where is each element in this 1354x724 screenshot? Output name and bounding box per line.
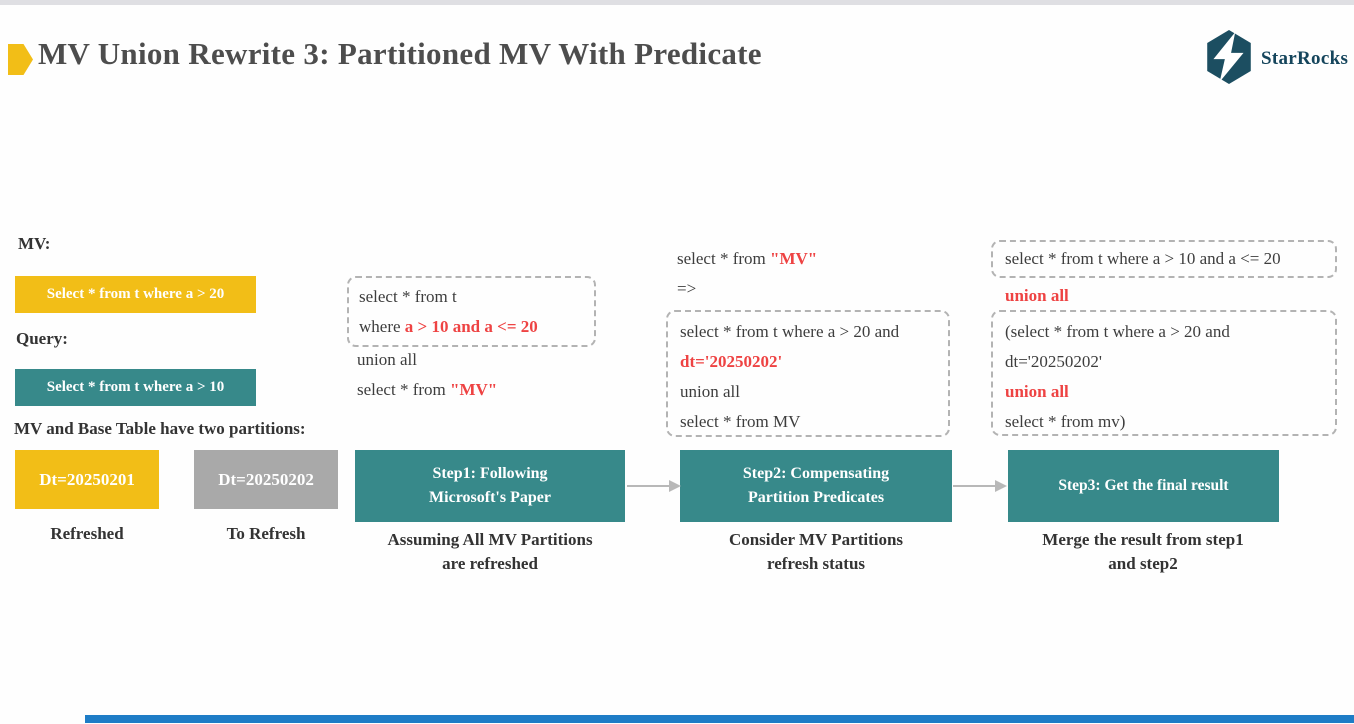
highlighted-mv-ref: "MV" bbox=[450, 380, 498, 399]
step3-code-box2: (select * from t where a > 20 and dt='20… bbox=[991, 310, 1337, 436]
highlighted-predicate: a > 10 and a <= 20 bbox=[404, 317, 538, 336]
highlighted-mv-ref: "MV" bbox=[770, 249, 818, 268]
partition-box-20250202: Dt=20250202 bbox=[194, 450, 338, 509]
code-line: select * from t bbox=[359, 287, 457, 306]
step3-box: Step3: Get the final result bbox=[1008, 450, 1279, 522]
code-line: (select * from t where a > 20 and bbox=[1005, 322, 1230, 341]
title-bullet-icon bbox=[8, 44, 33, 75]
starrocks-logo-text: StarRocks bbox=[1261, 48, 1349, 69]
starrocks-logo: StarRocks bbox=[1203, 29, 1349, 90]
partition-status-refreshed: Refreshed bbox=[50, 524, 124, 543]
step1-box: Step1: Following Microsoft's Paper bbox=[355, 450, 625, 522]
code-line: select * from t where a > 10 and a <= 20 bbox=[1005, 249, 1281, 268]
partition-status-to-refresh: To Refresh bbox=[226, 524, 306, 543]
query-sql-chip: Select * from t where a > 10 bbox=[15, 369, 256, 406]
query-sql-text: Select * from t where a > 10 bbox=[46, 379, 225, 395]
partition-name: Dt=20250201 bbox=[39, 469, 135, 489]
step2-box: Step2: Compensating Partition Predicates bbox=[680, 450, 952, 522]
partition-name: Dt=20250202 bbox=[218, 469, 314, 489]
code-line: select * from "MV" bbox=[677, 249, 818, 268]
step2-code-head: select * from "MV" => bbox=[677, 244, 817, 304]
step3-title: Step3: Get the final result bbox=[1058, 477, 1229, 494]
highlighted-partition-predicate: dt='20250202' bbox=[680, 352, 783, 371]
code-line: where a > 10 and a <= 20 bbox=[359, 317, 538, 336]
mv-sql-chip: Select * from t where a > 20 bbox=[15, 276, 256, 313]
step1-code-tail: union all select * from "MV" bbox=[357, 345, 497, 405]
partition-box-20250201: Dt=20250201 bbox=[15, 450, 159, 509]
code-line: select * from MV bbox=[680, 412, 801, 431]
page-title: MV Union Rewrite 3: Partitioned MV With … bbox=[38, 36, 762, 71]
mv-label: MV: bbox=[18, 234, 51, 253]
arrow-step2-step3 bbox=[953, 480, 1007, 492]
step2-title-line2: Partition Predicates bbox=[747, 489, 885, 506]
partitions-label: MV and Base Table have two partitions: bbox=[14, 419, 306, 438]
code-line: select * from t where a > 20 and bbox=[680, 322, 900, 341]
mv-sql-text: Select * from t where a > 20 bbox=[46, 286, 225, 302]
code-line: => bbox=[677, 279, 697, 298]
query-label: Query: bbox=[16, 329, 68, 348]
code-line: dt='20250202' bbox=[1005, 352, 1102, 371]
step3-caption: Merge the result from step1 and step2 bbox=[1042, 530, 1244, 573]
footer-accent-bar bbox=[85, 715, 1354, 723]
top-accent-bar bbox=[0, 0, 1354, 5]
step3-union-all-between: union all bbox=[1005, 286, 1069, 305]
code-line: select * from "MV" bbox=[357, 380, 498, 399]
code-line: union all bbox=[357, 350, 417, 369]
step1-title-line2: Microsoft's Paper bbox=[429, 489, 551, 506]
step3-code-box1: select * from t where a > 10 and a <= 20 bbox=[991, 240, 1337, 278]
code-line: union all bbox=[680, 382, 740, 401]
code-line: select * from mv) bbox=[1005, 412, 1126, 431]
step2-caption: Consider MV Partitions refresh status bbox=[728, 530, 904, 573]
step2-code-box: select * from t where a > 20 and dt='202… bbox=[666, 310, 950, 437]
step1-caption: Assuming All MV Partitions are refreshed bbox=[387, 530, 593, 573]
starrocks-logo-icon bbox=[1203, 29, 1255, 90]
step2-title-line1: Step2: Compensating bbox=[742, 465, 890, 482]
step1-title-line1: Step1: Following bbox=[432, 465, 548, 482]
arrow-step1-step2 bbox=[627, 480, 681, 492]
highlighted-union-all: union all bbox=[1005, 382, 1069, 401]
step1-code-box: select * from t where a > 10 and a <= 20 bbox=[347, 276, 596, 347]
